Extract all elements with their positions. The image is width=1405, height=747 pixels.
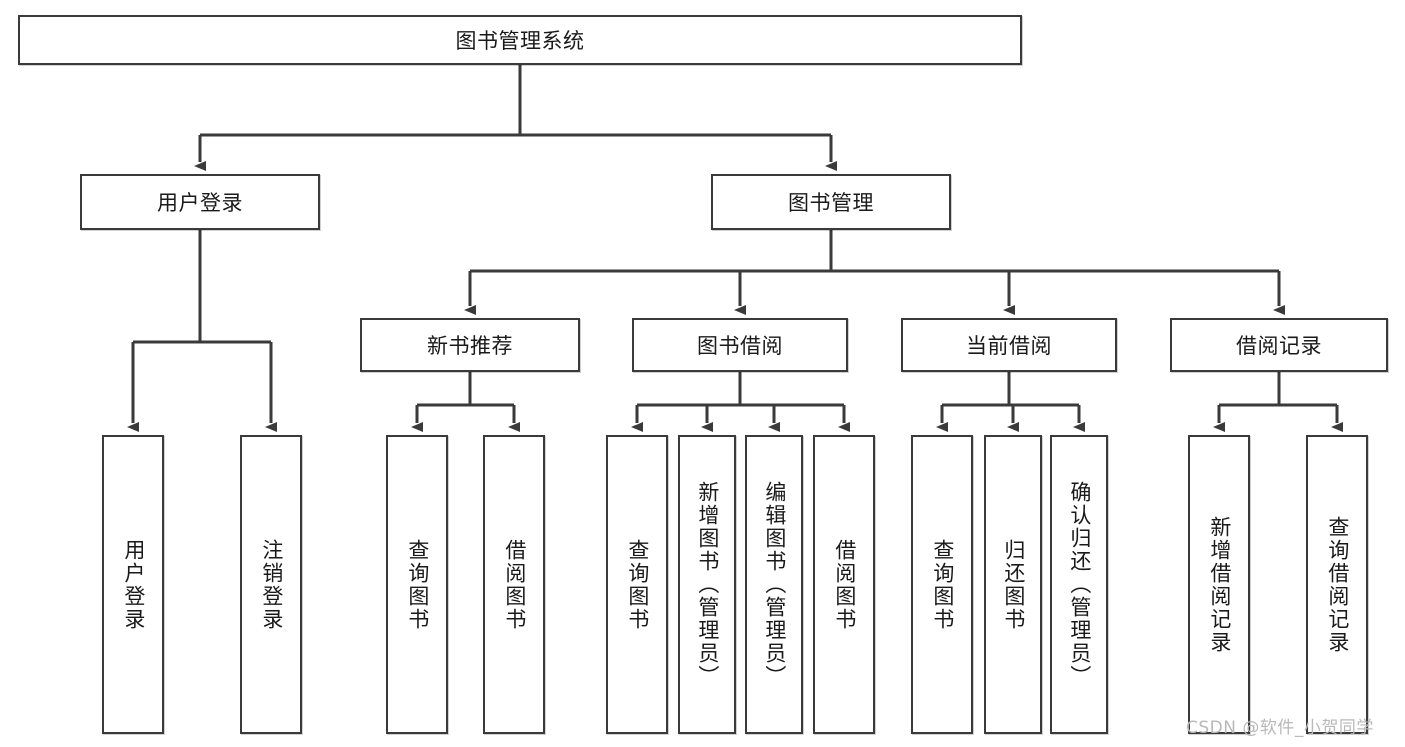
node-book-management-label: 图书管理 — [788, 191, 874, 215]
leaf-label: 查询图书 — [930, 538, 955, 631]
leaf-label: 新增图书（管理员） — [695, 481, 720, 688]
leaf-borrow-book-newbook[interactable]: 借阅图书 — [483, 435, 545, 734]
leaf-label: 确认归还（管理员） — [1067, 481, 1092, 688]
leaf-label: 借阅图书 — [502, 538, 527, 631]
node-current-borrow[interactable]: 当前借阅 — [901, 318, 1117, 372]
edge-userlogin-bus — [133, 230, 271, 344]
node-user-login[interactable]: 用户登录 — [80, 174, 320, 230]
leaf-label: 新增借阅记录 — [1207, 515, 1232, 654]
node-current-borrow-label: 当前借阅 — [966, 334, 1052, 358]
leaf-label: 归还图书 — [1001, 538, 1026, 631]
node-new-book-recommend-label: 新书推荐 — [427, 334, 513, 358]
node-book-management[interactable]: 图书管理 — [711, 174, 951, 230]
node-book-borrow-label: 图书借阅 — [697, 334, 783, 358]
leaf-edit-book-admin[interactable]: 编辑图书（管理员） — [745, 435, 803, 734]
edge-bookmgmt-bus — [470, 230, 1279, 273]
edge-root-bus — [200, 65, 831, 137]
leaf-add-borrow-record[interactable]: 新增借阅记录 — [1188, 435, 1250, 734]
edge-current-bus — [942, 372, 1079, 407]
leaf-label: 查询图书 — [625, 538, 650, 631]
node-borrow-record-label: 借阅记录 — [1236, 334, 1322, 358]
csdn-watermark: CSDN @软件_小贺同学 — [1186, 718, 1374, 738]
leaf-label: 用户登录 — [121, 538, 146, 631]
leaf-query-book-current[interactable]: 查询图书 — [911, 435, 973, 734]
leaf-label: 查询借阅记录 — [1325, 515, 1350, 654]
leaf-label: 查询图书 — [405, 538, 430, 631]
node-root[interactable]: 图书管理系统 — [18, 15, 1022, 65]
edge-borrow-bus — [637, 372, 844, 407]
leaf-return-book[interactable]: 归还图书 — [984, 435, 1042, 734]
node-borrow-record[interactable]: 借阅记录 — [1170, 318, 1388, 372]
leaf-query-book-newbook[interactable]: 查询图书 — [386, 435, 448, 734]
leaf-user-login[interactable]: 用户登录 — [102, 435, 164, 734]
node-user-login-label: 用户登录 — [157, 191, 243, 215]
node-book-borrow[interactable]: 图书借阅 — [632, 318, 848, 372]
leaf-query-book-borrow[interactable]: 查询图书 — [606, 435, 668, 734]
leaf-label: 编辑图书（管理员） — [762, 481, 787, 688]
leaf-label: 注销登录 — [259, 538, 284, 631]
leaf-label: 借阅图书 — [832, 538, 857, 631]
node-root-label: 图书管理系统 — [455, 29, 585, 53]
edge-newbook-bus — [417, 372, 514, 407]
leaf-add-book-admin[interactable]: 新增图书（管理员） — [678, 435, 736, 734]
leaf-borrow-book[interactable]: 借阅图书 — [813, 435, 875, 734]
node-new-book-recommend[interactable]: 新书推荐 — [360, 318, 580, 372]
leaf-confirm-return-admin[interactable]: 确认归还（管理员） — [1050, 435, 1108, 734]
leaf-query-borrow-record[interactable]: 查询借阅记录 — [1306, 435, 1368, 734]
leaf-logout-login[interactable]: 注销登录 — [240, 435, 302, 734]
edge-record-bus — [1219, 372, 1337, 407]
